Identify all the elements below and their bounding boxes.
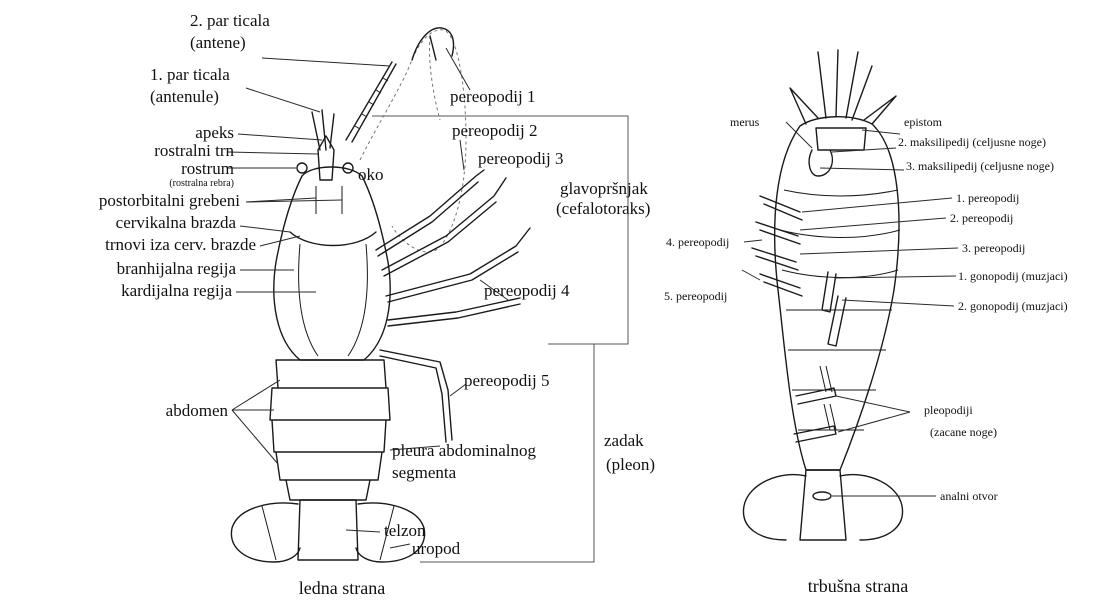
pereopod-5-drawing — [380, 350, 452, 442]
ventral-scaphocerites — [790, 88, 896, 124]
label-glavoprsnjak-1: glavopršnjak — [560, 179, 648, 198]
abdomen-drawing — [270, 360, 390, 500]
label-zadak-2: (pleon) — [606, 455, 655, 474]
label-oko: oko — [358, 165, 384, 184]
label-apeks: apeks — [195, 123, 234, 142]
uropod-left — [231, 503, 300, 562]
label-gono-1: 1. gonopodij (muzjaci) — [958, 269, 1068, 283]
label-pereopodij-3: pereopodij 3 — [478, 149, 563, 168]
label-pereo-1: 1. pereopodij — [956, 191, 1019, 205]
label-pereo-4: 4. pereopodij — [666, 235, 729, 249]
ventral-view-figure — [743, 50, 902, 540]
label-pleura-1: pleura abdominalnog — [392, 441, 536, 460]
anal-opening — [813, 492, 831, 500]
ventral-gonopods — [822, 272, 846, 346]
label-abdomen: abdomen — [166, 401, 229, 420]
label-pleura-2: segmenta — [392, 463, 457, 482]
pereopod-2-drawing — [376, 170, 484, 256]
label-telzon: telzon — [384, 521, 426, 540]
label-epistom: epistom — [904, 115, 943, 129]
label-kardijalna: kardijalna regija — [121, 281, 232, 300]
carapace-drawing — [274, 167, 390, 360]
label-gono-2: 2. gonopodij (muzjaci) — [958, 299, 1068, 313]
cheliped-claw — [360, 30, 466, 252]
pereopod-3-drawing — [382, 178, 506, 276]
ventral-leader-lines — [742, 122, 958, 496]
cervical-groove — [290, 232, 376, 246]
caption-trbusna-strana: trbušna strana — [808, 576, 908, 596]
label-pereo-5: 5. pereopodij — [664, 289, 727, 303]
pereopod-4b-drawing — [388, 298, 520, 326]
label-branhijalna: branhijalna regija — [117, 259, 237, 278]
label-maksilipedij-2: 2. maksilipedij (celjusne noge) — [898, 135, 1046, 149]
label-pereopodij-4: pereopodij 4 — [484, 281, 570, 300]
label-pereopodij-2: pereopodij 2 — [452, 121, 537, 140]
label-trnovi: trnovi iza cerv. brazde — [105, 235, 256, 254]
label-glavoprsnjak-2: (cefalotoraks) — [556, 199, 650, 218]
label-maksilipedij-3: 3. maksilipedij (celjusne noge) — [906, 159, 1054, 173]
label-rostralna-rebra: (rostralna rebra) — [169, 178, 234, 189]
label-pereopodij-5: pereopodij 5 — [464, 371, 549, 390]
label-pleopodiji-1: pleopodiji — [924, 403, 973, 417]
rostrum-drawing — [318, 136, 334, 180]
label-rostralni-trn: rostralni trn — [154, 141, 234, 160]
label-uropod: uropod — [412, 539, 461, 558]
ventral-pleopods — [794, 388, 836, 442]
label-pereo-2: 2. pereopodij — [950, 211, 1013, 225]
label-rostrum: rostrum — [181, 159, 234, 178]
label-merus: merus — [730, 115, 760, 129]
label-pleopodiji-2: (zacane noge) — [930, 425, 997, 439]
label-pereopodij-1: pereopodij 1 — [450, 87, 535, 106]
antenna-drawing — [346, 62, 396, 142]
caption-ledna-strana: ledna strana — [299, 578, 385, 598]
ventral-antennae — [818, 50, 872, 120]
label-pereo-3: 3. pereopodij — [962, 241, 1025, 255]
ventral-tail-fan — [743, 470, 902, 540]
label-antenule-1: 1. par ticala — [150, 65, 230, 84]
label-antenule-2: (antenule) — [150, 87, 219, 106]
label-antene-2: (antene) — [190, 33, 246, 52]
ventral-labels: merus epistom 2. maksilipedij (celjusne … — [664, 115, 1068, 596]
label-antene-1: 2. par ticala — [190, 11, 270, 30]
label-analni-otvor: analni otvor — [940, 489, 998, 503]
branchial-region-lines — [299, 244, 368, 356]
label-cervikalna: cervikalna brazda — [116, 213, 237, 232]
label-zadak-1: zadak — [604, 431, 644, 450]
label-postorbitalni: postorbitalni grebeni — [99, 191, 240, 210]
